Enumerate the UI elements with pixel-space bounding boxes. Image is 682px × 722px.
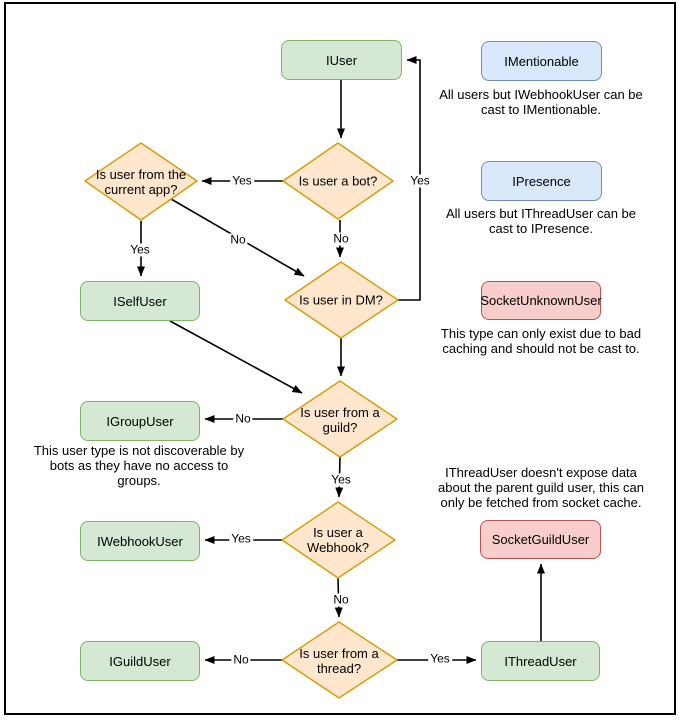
edge-label-fromguild-yes: Yes bbox=[329, 472, 353, 487]
decision-label-from-current-app: Is user from the current app? bbox=[95, 167, 187, 197]
decision-label-in-dm: Is user in DM? bbox=[299, 292, 383, 308]
decision-label-from-guild: Is user from a guild? bbox=[300, 405, 380, 435]
edge-label-iswebhook-no: No bbox=[331, 592, 351, 607]
node-iwebhookuser: IWebhookUser bbox=[80, 521, 200, 561]
decision-label-is-webhook: Is user a Webhook? bbox=[307, 525, 369, 555]
edge-iselfuser-to-fromguild bbox=[169, 320, 303, 394]
edge-label-iswebhook-yes: Yes bbox=[229, 531, 253, 546]
decision-from-current-app bbox=[84, 142, 198, 221]
decision-is-bot bbox=[282, 142, 394, 220]
node-imentionable: IMentionable bbox=[481, 41, 602, 81]
decision-from-thread bbox=[281, 621, 398, 699]
node-socketunknownuser: SocketUnknownUser bbox=[480, 281, 602, 320]
node-ipresence: IPresence bbox=[481, 161, 602, 201]
node-iselfuser: ISelfUser bbox=[80, 281, 200, 321]
edge-label-fromguild-no: No bbox=[233, 411, 253, 426]
node-iguilduser: IGuildUser bbox=[80, 641, 200, 681]
decision-label-from-thread: Is user from a thread? bbox=[299, 646, 379, 676]
edge-label-currentapp-no: No bbox=[228, 232, 248, 247]
edge-label-fromthread-no: No bbox=[231, 652, 251, 667]
node-igroupuser: IGroupUser bbox=[80, 401, 200, 441]
edge-label-fromthread-yes: Yes bbox=[428, 651, 452, 666]
caption-socketguilduser-note: IThreadUser doesn't expose data about th… bbox=[438, 465, 644, 510]
caption-ipresence-note: All users but IThreadUser can be cast to… bbox=[445, 206, 637, 236]
decision-in-dm bbox=[284, 261, 399, 339]
caption-igroupuser-note: This user type is not discoverable by bo… bbox=[33, 443, 245, 488]
edge-label-currentapp-yes: Yes bbox=[128, 242, 152, 257]
edge-label-indm-yes: Yes bbox=[408, 173, 432, 188]
decision-is-webhook bbox=[281, 501, 396, 579]
node-iuser: IUser bbox=[281, 40, 402, 80]
caption-imentionable-note: All users but IWebhookUser can be cast t… bbox=[439, 87, 643, 117]
caption-socketunknownuser-note: This type can only exist due to bad cach… bbox=[440, 326, 642, 356]
node-ithreaduser: IThreadUser bbox=[481, 641, 600, 681]
decision-from-guild bbox=[282, 380, 398, 458]
node-socketguilduser: SocketGuildUser bbox=[480, 520, 601, 559]
decision-label-is-bot: Is user a bot? bbox=[298, 173, 378, 189]
edge-label-isbot-yes: Yes bbox=[230, 173, 254, 188]
edge-label-isbot-no: No bbox=[331, 231, 351, 246]
